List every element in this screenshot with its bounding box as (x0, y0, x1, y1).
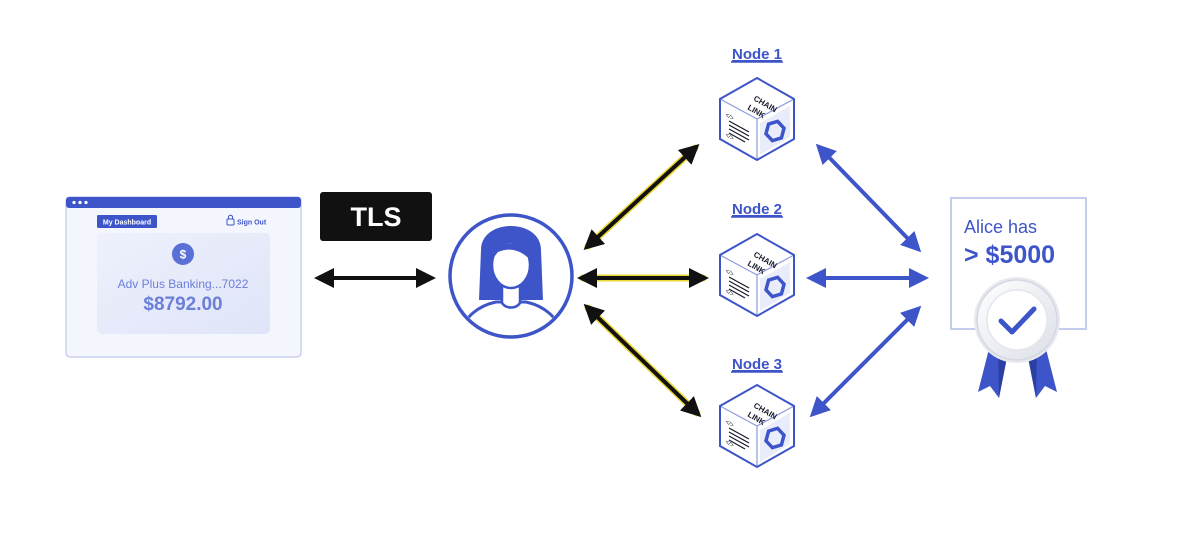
node-3-code-glyph: </> (724, 420, 735, 430)
node-1-code-glyph: </> (724, 113, 735, 123)
node-certificate-arrows (806, 143, 929, 418)
account-balance: $8792.00 (143, 294, 222, 315)
node-2-code-glyph: </> (724, 269, 735, 279)
chainlink-cube-icon: CHAIN LINK </> </> (719, 232, 795, 318)
node-2-code-glyph-2: </> (724, 289, 735, 299)
node-3-label: Node 3 (732, 356, 782, 373)
bank-dashboard-window: My Dashboard Sign Out $ Adv Plus Banking… (65, 196, 302, 358)
user-node-arrows (577, 143, 709, 418)
lock-icon (226, 214, 235, 226)
window-dots (72, 200, 88, 205)
checkmark-icon (998, 306, 1037, 335)
user-avatar-icon (448, 213, 574, 339)
certificate: Alice has > $5000 (950, 197, 1087, 398)
user-node1-arrow (583, 143, 700, 251)
dashboard-tab[interactable]: My Dashboard (97, 215, 157, 228)
chainlink-cube-icon: CHAIN LINK </> </> (719, 76, 795, 162)
tls-badge: TLS (320, 192, 432, 241)
chainlink-logo-icon (764, 275, 786, 299)
checkmark-seal-icon (974, 277, 1060, 363)
certificate-line-1: Alice has (964, 217, 1037, 237)
user-node3-arrow (583, 303, 702, 418)
node1-certificate-arrow (815, 143, 922, 253)
node-1-label: Node 1 (732, 46, 782, 63)
chainlink-logo-icon (764, 426, 786, 450)
account-card (97, 233, 270, 334)
node-2-label: Node 2 (732, 201, 782, 218)
node-1-code-glyph-2: </> (724, 133, 735, 143)
account-name: Adv Plus Banking...7022 (118, 277, 249, 291)
sign-out-label: Sign Out (237, 220, 267, 227)
chainlink-cube-icon: CHAIN LINK </> </> (719, 383, 795, 469)
node-3: Node 3 CHAIN LINK </> </> (719, 356, 795, 469)
sign-out-link[interactable]: Sign Out (226, 214, 267, 227)
tls-label: TLS (351, 202, 402, 232)
dollar-coin-icon: $ (172, 243, 194, 265)
node-2: Node 2 CHAIN LINK </> </> (719, 201, 795, 318)
node3-certificate-arrow (809, 305, 922, 418)
dollar-symbol: $ (180, 248, 187, 262)
certificate-line-2: > $5000 (964, 241, 1055, 269)
node-3-code-glyph-2: </> (724, 440, 735, 450)
chainlink-logo-icon (764, 119, 786, 143)
dashboard-tab-label: My Dashboard (103, 220, 151, 227)
node-1: Node 1 CHAIN LINK </> </> (719, 46, 795, 162)
